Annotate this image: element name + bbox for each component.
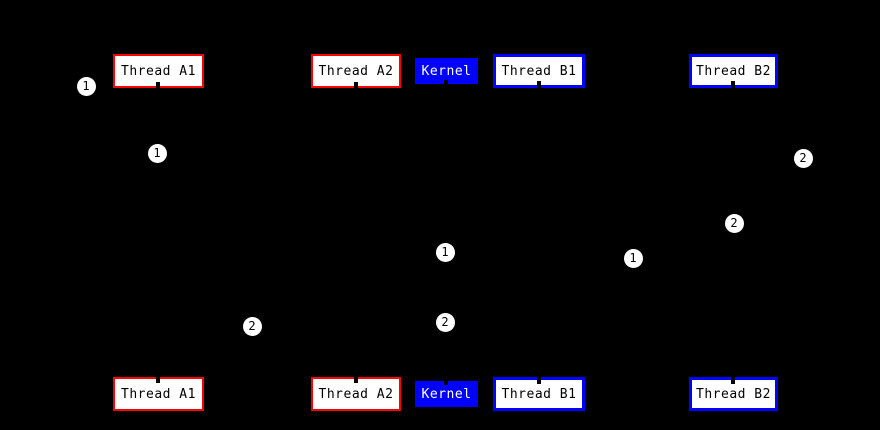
lifeline-notch (537, 377, 541, 384)
step-badge-1: 1 (76, 76, 96, 96)
step-badge-2: 2 (724, 213, 744, 233)
lifeline-notch (731, 377, 735, 384)
lifeline-notch (731, 81, 735, 88)
participant-box-thread-a2-top: Thread A2 (311, 54, 401, 89)
participant-label-thread-a2: Thread A2 (318, 63, 394, 79)
participant-box-thread-b2-bottom: Thread B2 (689, 377, 778, 411)
participant-box-thread-b1-bottom: Thread B1 (493, 377, 585, 411)
participant-label-thread-b2: Thread B2 (696, 63, 771, 79)
lifeline-notch (353, 376, 358, 383)
participant-label-thread-a1: Thread A1 (121, 386, 196, 402)
step-badge-2: 2 (242, 316, 262, 336)
participant-label-kernel: Kernel (421, 63, 472, 79)
step-badge-1: 1 (147, 143, 167, 163)
participant-box-thread-a1-top: Thread A1 (113, 54, 204, 89)
participant-label-thread-b2: Thread B2 (696, 386, 771, 402)
participant-label-thread-b1: Thread B1 (501, 386, 577, 402)
lifeline-notch (353, 82, 358, 89)
participant-label-thread-a1: Thread A1 (121, 63, 196, 79)
step-badge-1: 1 (435, 242, 455, 262)
participant-label-thread-b1: Thread B1 (501, 63, 577, 79)
lifeline-notch (155, 376, 160, 383)
participant-label-thread-a2: Thread A2 (318, 386, 394, 402)
participant-box-thread-a2-bottom: Thread A2 (311, 376, 401, 411)
participant-box-kernel-top: Kernel (415, 58, 478, 87)
step-badge-2: 2 (793, 148, 813, 168)
step-badge-1: 1 (623, 248, 643, 268)
participant-box-kernel-bottom: Kernel (415, 378, 478, 407)
participant-label-kernel: Kernel (421, 386, 472, 402)
lifeline-notch (444, 378, 448, 385)
participant-box-thread-a1-bottom: Thread A1 (113, 376, 204, 411)
lifeline-notch (537, 81, 541, 88)
lifeline-notch (155, 82, 160, 89)
participant-box-thread-b2-top: Thread B2 (689, 54, 778, 88)
step-badge-2: 2 (435, 312, 455, 332)
lifeline-notch (444, 80, 448, 87)
participant-box-thread-b1-top: Thread B1 (493, 54, 585, 88)
